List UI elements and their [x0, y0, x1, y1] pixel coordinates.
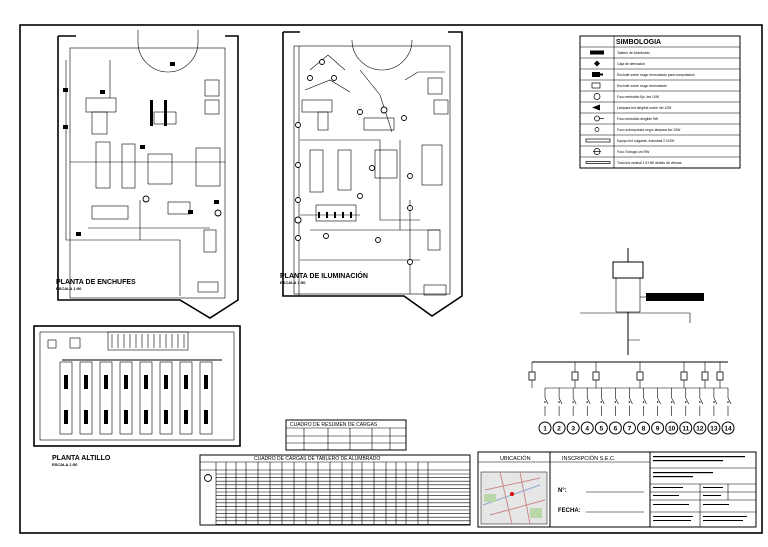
- simbologia-label: Tablero de Alumbrado: [617, 51, 650, 55]
- iluminacion-plan-title: PLANTA DE ILUMINACIÓN: [280, 271, 368, 280]
- planta-altillo: PLANTA ALTILLO ESCALA 1:50: [33, 325, 241, 467]
- enchufes-plan-scale: ESCALA 1:50: [56, 286, 82, 291]
- simbologia-label: Equipo led colgante, industrial 2 UGW: [617, 139, 675, 143]
- inscripcion-title: INSCRIPCIÓN S.E.C.: [562, 455, 616, 462]
- cuadro-cargas-title: CUADRO DE CARGAS DE TABLERO DE ALUMBRADO: [254, 456, 380, 462]
- simbologia-title: SIMBOLOGIA: [616, 39, 661, 46]
- circuit-number: 14: [724, 426, 732, 433]
- breaker-box: [680, 371, 688, 381]
- foco-embutido-icon: [593, 93, 601, 100]
- sheet-border: [19, 24, 763, 534]
- altillo-plan-scale: ESCALA 1:50: [52, 462, 78, 467]
- circuit-bubble: [693, 421, 707, 435]
- simbologia-label: Enchufe sobre mugo hermosiado para compu…: [617, 73, 695, 77]
- title-block: [649, 451, 757, 528]
- circuit-bubble: [679, 421, 693, 435]
- simbologia-label: Foco embutido dirigible 9W: [617, 117, 659, 121]
- cuadro-resumen-title: CUADRO DE RESUMEN DE CARGAS: [290, 422, 378, 428]
- circuit-number: 8: [642, 426, 646, 433]
- circuit-number: 2: [557, 426, 561, 433]
- equipo-fluorescente-icon: [585, 138, 611, 143]
- altillo-plan-title: PLANTA ALTILLO: [52, 455, 111, 462]
- foco-dirigible-icon: [594, 115, 604, 122]
- circuit-bubble: [580, 421, 594, 435]
- foco-tortuga-icon: [593, 148, 601, 155]
- circuit-bubble: [552, 421, 566, 435]
- simbologia-label: Lámpara led dirigible sobre riel 12W: [617, 106, 672, 110]
- cuadro-cargas-grid: [215, 462, 470, 525]
- circuit-number: 9: [656, 426, 660, 433]
- breaker-box: [571, 371, 579, 381]
- breaker-box: [636, 371, 644, 381]
- planta-iluminacion: PLANTA DE ILUMINACIÓN ESCALA 1:50: [280, 31, 463, 317]
- lampara-dirigible-icon: [592, 104, 600, 111]
- ubicacion-panel: UBICACIÓN: [477, 451, 551, 528]
- simbologia-label: Enchufe sobre mugo hermosiado: [617, 84, 667, 88]
- breaker-box: [528, 371, 536, 381]
- tablero-icon: [590, 50, 604, 55]
- inscripcion-fecha-label: FECHA:: [558, 508, 581, 514]
- breaker-box: [592, 371, 600, 381]
- inscripcion-n-label: N°:: [558, 488, 567, 494]
- circuit-number: 3: [571, 426, 575, 433]
- circuit-bubble: [594, 421, 608, 435]
- breaker-row: [528, 362, 732, 416]
- circuit-number: 5: [599, 426, 603, 433]
- circuit-bubble: [637, 421, 651, 435]
- simbologia-label: Caja de derivación: [617, 62, 645, 66]
- circuit-number: 11: [682, 426, 689, 433]
- circuit-number: 7: [628, 426, 632, 433]
- ubicacion-title: UBICACIÓN: [500, 455, 531, 462]
- tubo-led-icon: [585, 161, 611, 164]
- circuit-bubble: [721, 421, 735, 435]
- circuit-number: 12: [696, 426, 704, 433]
- simbologia-label: Foco Tortuga Led 9W: [617, 150, 650, 154]
- circuit-number: 1: [543, 426, 547, 433]
- enchufe-icon: [591, 82, 601, 89]
- caja-derivacion-icon: [594, 60, 600, 67]
- enchufes-plan-title: PLANTA DE ENCHUFES: [56, 279, 136, 286]
- circuit-bubble: [566, 421, 580, 435]
- simbologia-label: Foco sobrepuesto negro lámpara led 10W: [617, 128, 681, 132]
- iluminacion-plan-scale: ESCALA 1:50: [280, 280, 306, 285]
- circuit-number: 13: [710, 426, 718, 433]
- circuit-number: 4: [585, 426, 589, 433]
- circuit-number: 6: [614, 426, 618, 433]
- foco-sobrepuesto-icon: [594, 127, 600, 132]
- breaker-box: [716, 371, 724, 381]
- simbologia-label: Tubo led vertical 1.5 HW debido de vitri…: [617, 161, 682, 165]
- circuit-bubble: [707, 421, 721, 435]
- circuit-bubble: [538, 421, 552, 435]
- cuadro-resumen: CUADRO DE RESUMEN DE CARGAS: [285, 419, 407, 451]
- circuit-bubble: [622, 421, 636, 435]
- circuit-number: 10: [668, 426, 676, 433]
- enchufe-computacion-icon: [592, 72, 603, 77]
- simbologia-label: Foco embutido fijo. led 10W: [617, 95, 660, 99]
- cuadro-cargas: CUADRO DE CARGAS DE TABLERO DE ALUMBRADO: [199, 454, 471, 526]
- circuit-bubble: [665, 421, 679, 435]
- circuit-bubble: [651, 421, 665, 435]
- circuit-bubble: [608, 421, 622, 435]
- breaker-box: [701, 371, 709, 381]
- planta-enchufes: PLANTA DE ENCHUFES ESCALA 1:50: [56, 30, 239, 319]
